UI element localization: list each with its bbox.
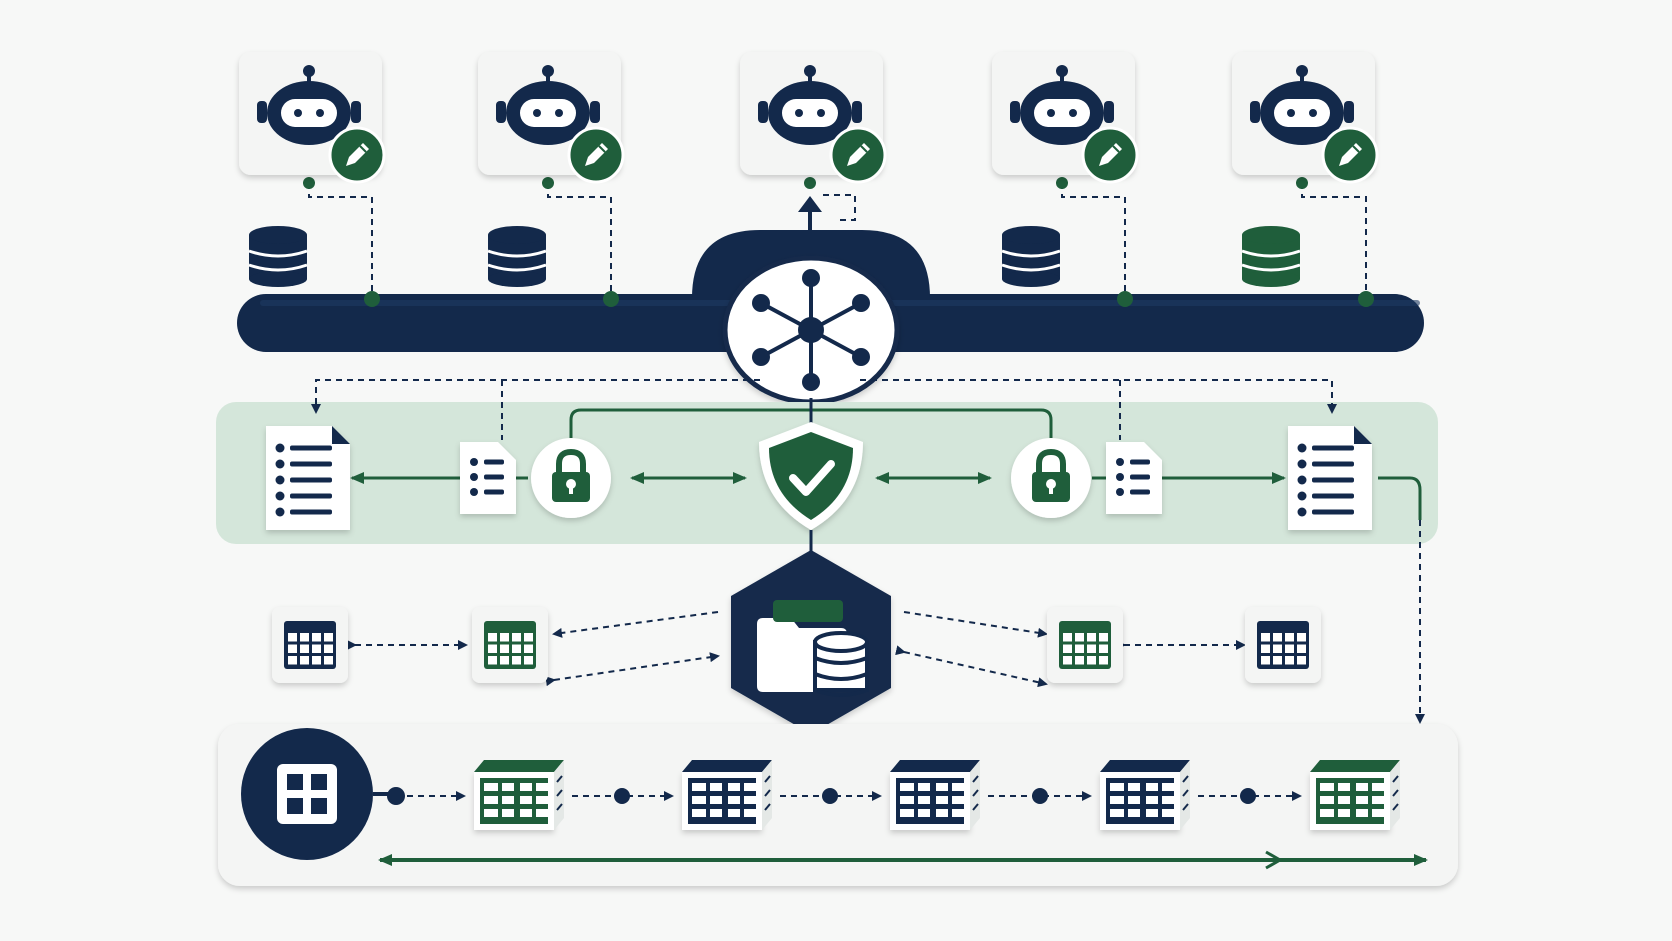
pencil-icon	[567, 126, 625, 184]
agent-card[interactable]	[478, 52, 625, 184]
agent-card[interactable]	[1232, 52, 1379, 184]
band-links	[350, 472, 1422, 520]
pipeline-stages	[474, 760, 1400, 830]
agent-connectors	[308, 183, 1367, 299]
database-icon	[487, 226, 547, 287]
agent-connector-dots	[303, 177, 1374, 307]
storage-links	[347, 611, 1246, 688]
table-icon[interactable]	[1047, 607, 1123, 683]
database-icon	[1001, 226, 1061, 287]
data-block-icon[interactable]	[890, 760, 980, 830]
dashboard-icon[interactable]	[241, 728, 395, 860]
checklist-icon[interactable]	[460, 442, 516, 514]
hub-distribution-lines	[311, 379, 1337, 440]
table-icon[interactable]	[472, 607, 548, 683]
agents-row	[239, 52, 1379, 184]
agent-card[interactable]	[740, 52, 887, 184]
data-block-icon[interactable]	[474, 760, 564, 830]
table-row	[272, 607, 1321, 683]
lock-icon[interactable]	[1011, 438, 1091, 518]
robot-icon	[1250, 65, 1354, 145]
document-icon[interactable]	[266, 426, 350, 530]
agent-card[interactable]	[239, 52, 386, 184]
folder-database-icon[interactable]	[731, 550, 891, 734]
table-icon[interactable]	[1245, 607, 1321, 683]
database-icon	[248, 226, 308, 287]
database-icon	[1241, 226, 1301, 287]
checklist-icon[interactable]	[1106, 442, 1162, 514]
network-hub-icon[interactable]	[722, 255, 900, 405]
pencil-icon	[829, 126, 887, 184]
pipeline-connectors	[387, 787, 1302, 805]
robot-icon	[257, 65, 361, 145]
pencil-icon	[328, 126, 386, 184]
document-icon[interactable]	[1288, 426, 1372, 530]
table-icon[interactable]	[272, 607, 348, 683]
robot-icon	[496, 65, 600, 145]
databases-row	[248, 226, 1301, 287]
data-block-icon[interactable]	[1100, 760, 1190, 830]
security-band-items	[266, 422, 1372, 530]
lock-icon[interactable]	[531, 438, 611, 518]
robot-icon	[758, 65, 862, 145]
robot-icon	[1010, 65, 1114, 145]
data-block-icon[interactable]	[1310, 760, 1400, 830]
shield-check-icon[interactable]	[759, 422, 863, 530]
agent-card[interactable]	[992, 52, 1139, 184]
data-block-icon[interactable]	[682, 760, 772, 830]
hub-output-arrow	[798, 196, 822, 232]
pipeline-span-arrow	[378, 850, 1428, 870]
pencil-icon	[1081, 126, 1139, 184]
pencil-icon	[1321, 126, 1379, 184]
